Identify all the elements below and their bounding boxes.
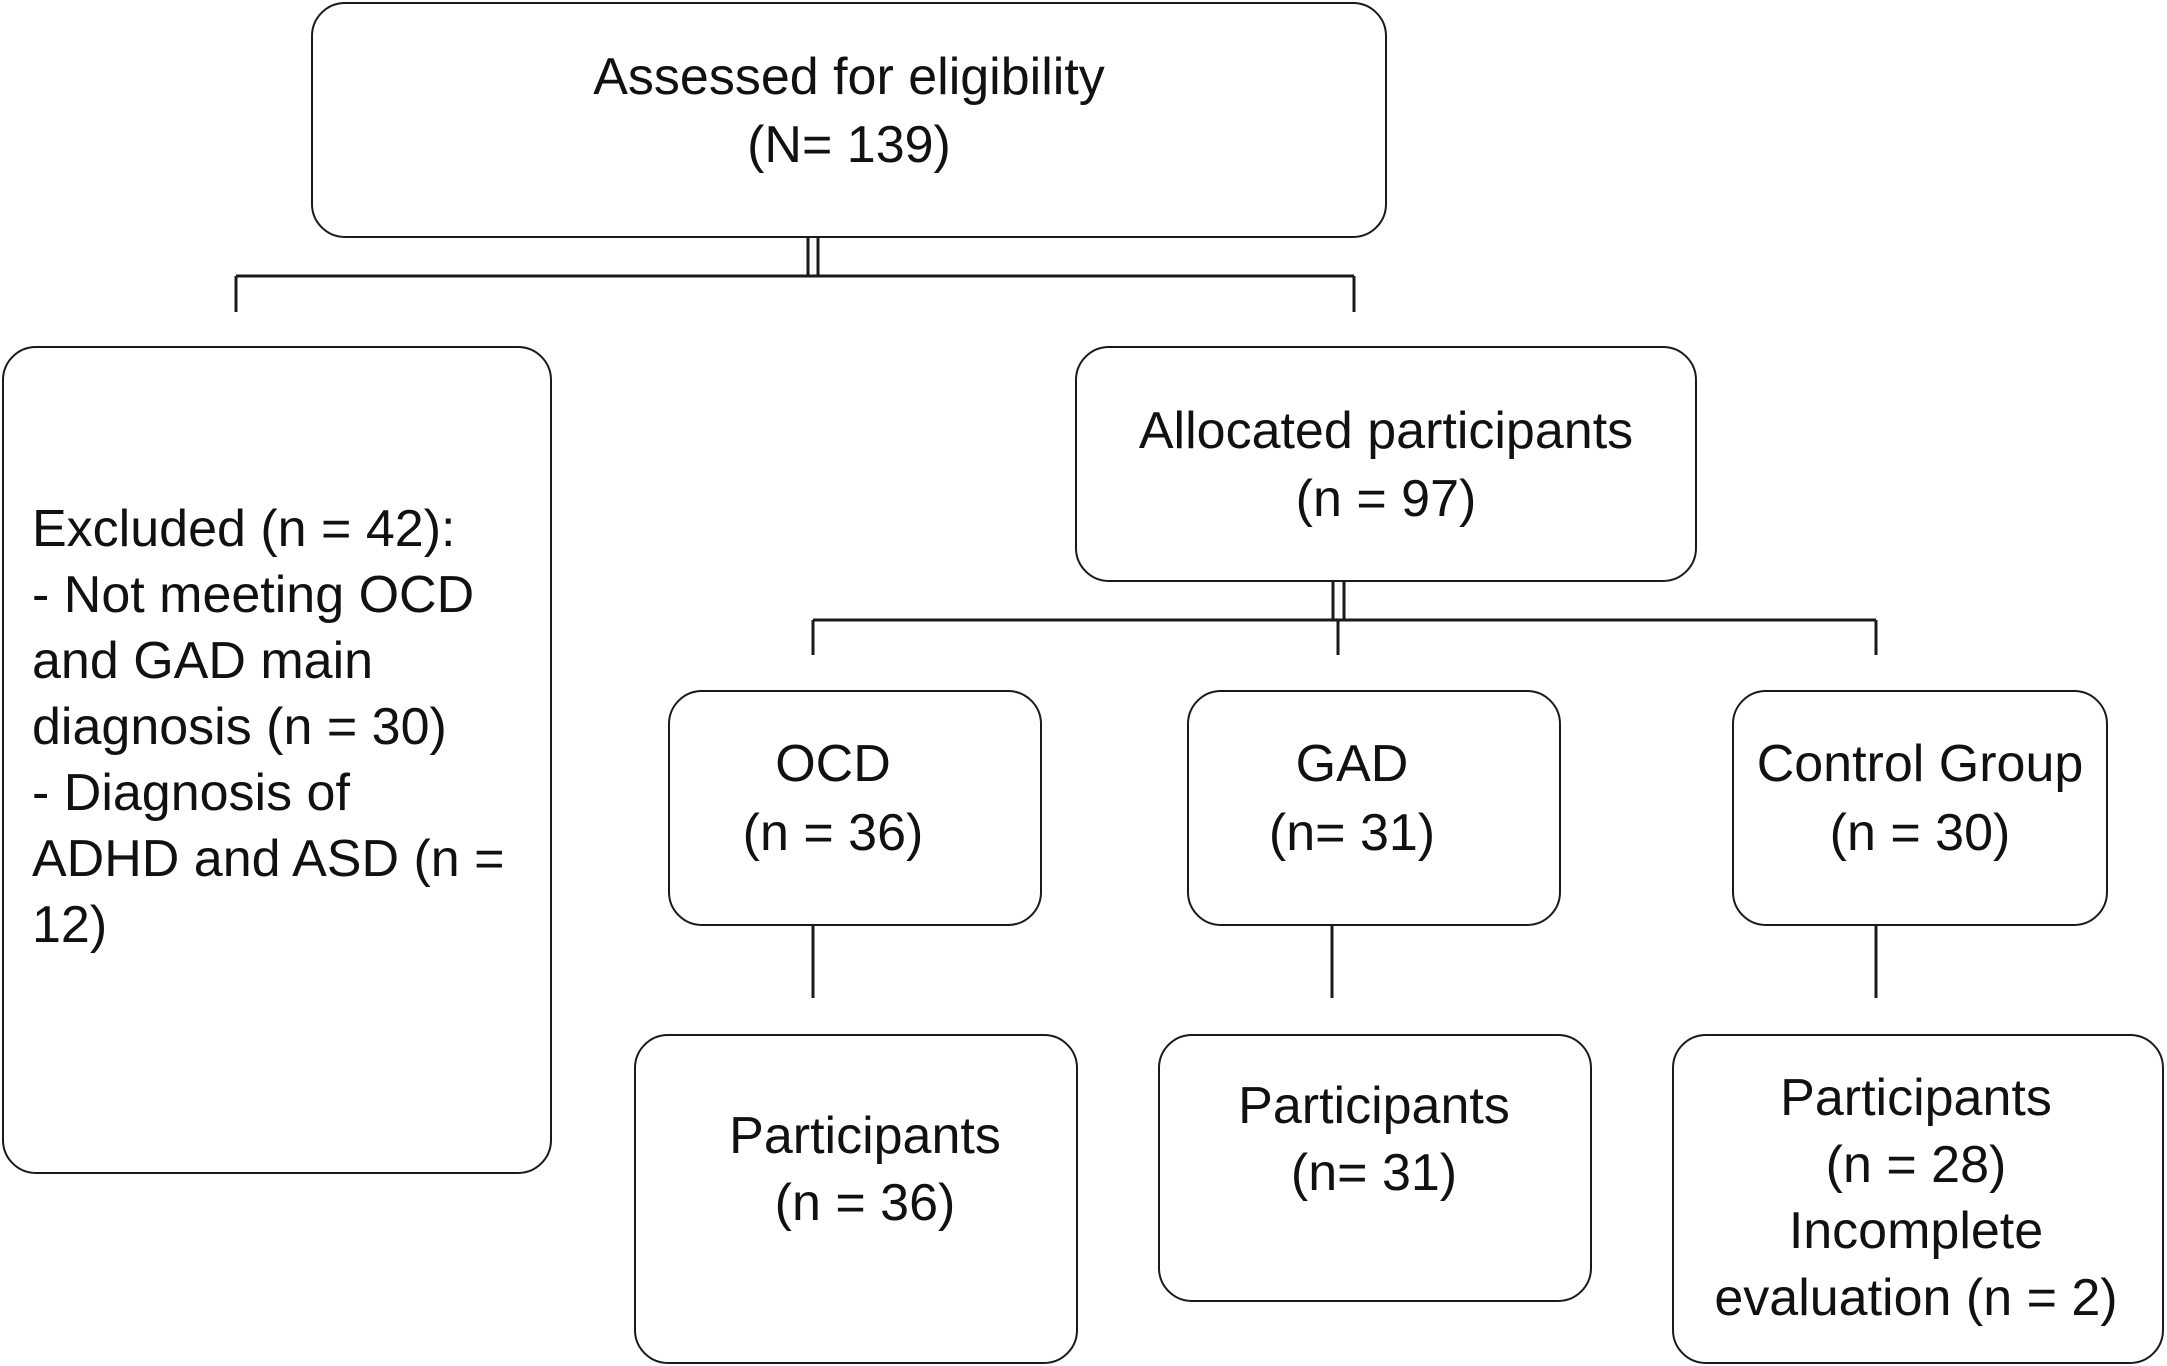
allocated-title: Allocated participants [1138, 402, 1634, 460]
group-box-control [1732, 690, 2108, 926]
allocated-count: (n = 97) [1295, 470, 1477, 528]
outcome-control-label: Participants [1780, 1069, 2052, 1127]
excluded-box [2, 346, 552, 1174]
excluded-line: ADHD and ASD (n = [32, 830, 505, 888]
group-ocd-count: (n = 36) [742, 804, 924, 862]
outcome-control-incomplete: Incomplete [1788, 1202, 2044, 1260]
assessed-title: Assessed for eligibility [593, 48, 1105, 106]
outcome-box-ocd [634, 1034, 1078, 1364]
outcome-gad-label: Participants [1238, 1077, 1510, 1135]
excluded-line: Excluded (n = 42): [32, 500, 456, 558]
excluded-line: - Diagnosis of [32, 764, 350, 822]
excluded-text: Excluded (n = 42): - Not meeting OCD and… [32, 496, 505, 958]
outcome-ocd-count: (n = 36) [774, 1174, 956, 1232]
group-gad-label: GAD [1295, 735, 1409, 793]
excluded-line: and GAD main [32, 632, 374, 690]
outcome-box-gad [1158, 1034, 1592, 1302]
excluded-line: 12) [32, 896, 108, 954]
assessed-box [311, 2, 1387, 238]
excluded-line: diagnosis (n = 30) [32, 698, 447, 756]
assessed-count: (N= 139) [747, 116, 951, 174]
group-box-gad [1187, 690, 1561, 926]
group-box-ocd [668, 690, 1042, 926]
outcome-box-control [1672, 1034, 2164, 1364]
outcome-control-evaluation: evaluation (n = 2) [1714, 1269, 2118, 1327]
group-gad-count: (n= 31) [1268, 804, 1436, 862]
excluded-line: - Not meeting OCD [32, 566, 475, 624]
group-control-count: (n = 30) [1829, 804, 2011, 862]
allocated-box [1075, 346, 1697, 582]
group-control-label: Control Group [1756, 735, 2084, 793]
outcome-control-count: (n = 28) [1825, 1136, 2007, 1194]
group-ocd-label: OCD [775, 735, 891, 793]
outcome-gad-count: (n= 31) [1290, 1144, 1458, 1202]
outcome-ocd-label: Participants [729, 1107, 1001, 1165]
